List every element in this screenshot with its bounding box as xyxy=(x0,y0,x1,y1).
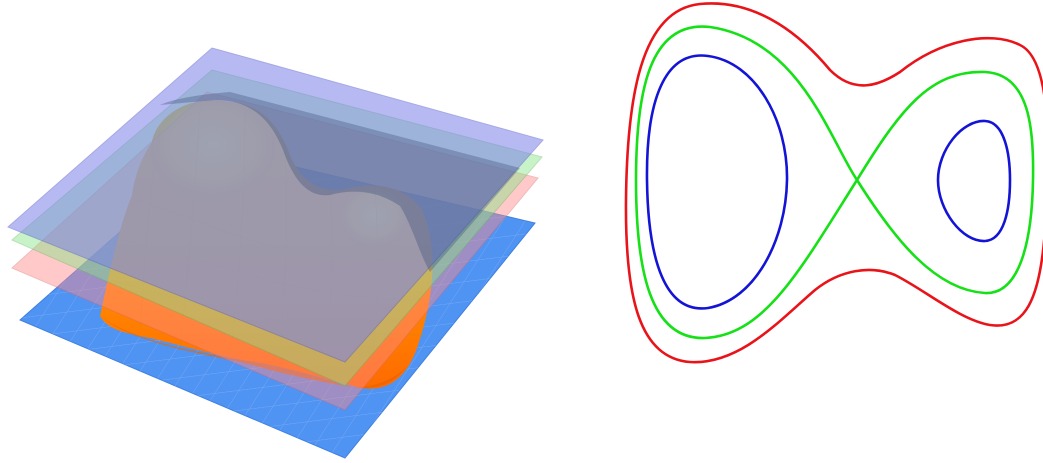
contour-outer xyxy=(624,2,1043,364)
contour-separatrix xyxy=(634,25,1035,340)
contour-inner-left xyxy=(645,54,789,310)
surface-plot xyxy=(7,47,544,459)
contour-inner-right xyxy=(936,119,1012,243)
contour-plot xyxy=(624,2,1043,364)
surface-overlap-shade xyxy=(160,92,520,272)
plane-top xyxy=(7,47,544,363)
